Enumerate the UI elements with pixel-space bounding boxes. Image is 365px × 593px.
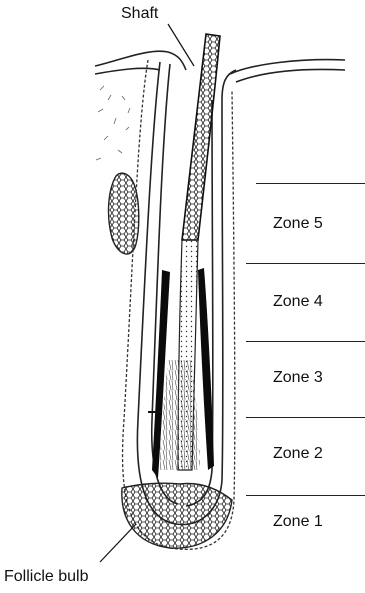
sebaceous-gland <box>109 173 139 254</box>
zone-3-label: Zone 3 <box>273 369 365 387</box>
zone-divider <box>256 183 365 184</box>
zone-divider <box>246 263 365 264</box>
zone-divider <box>246 417 365 418</box>
zone-4-label: Zone 4 <box>273 293 365 311</box>
follicle-bulb-label: Follicle bulb <box>4 568 88 586</box>
follicle-bulb <box>122 483 232 548</box>
zone-divider <box>246 495 365 496</box>
zone-divider <box>246 341 365 342</box>
follicle-bulb-leader-line <box>100 524 136 562</box>
epidermis-outline <box>95 51 345 82</box>
zone-2-label: Zone 2 <box>273 445 365 463</box>
shaft-label: Shaft <box>121 5 158 23</box>
zone-5-label: Zone 5 <box>273 215 365 233</box>
dermis-texture <box>96 86 130 160</box>
zone-1-label: Zone 1 <box>273 513 365 531</box>
